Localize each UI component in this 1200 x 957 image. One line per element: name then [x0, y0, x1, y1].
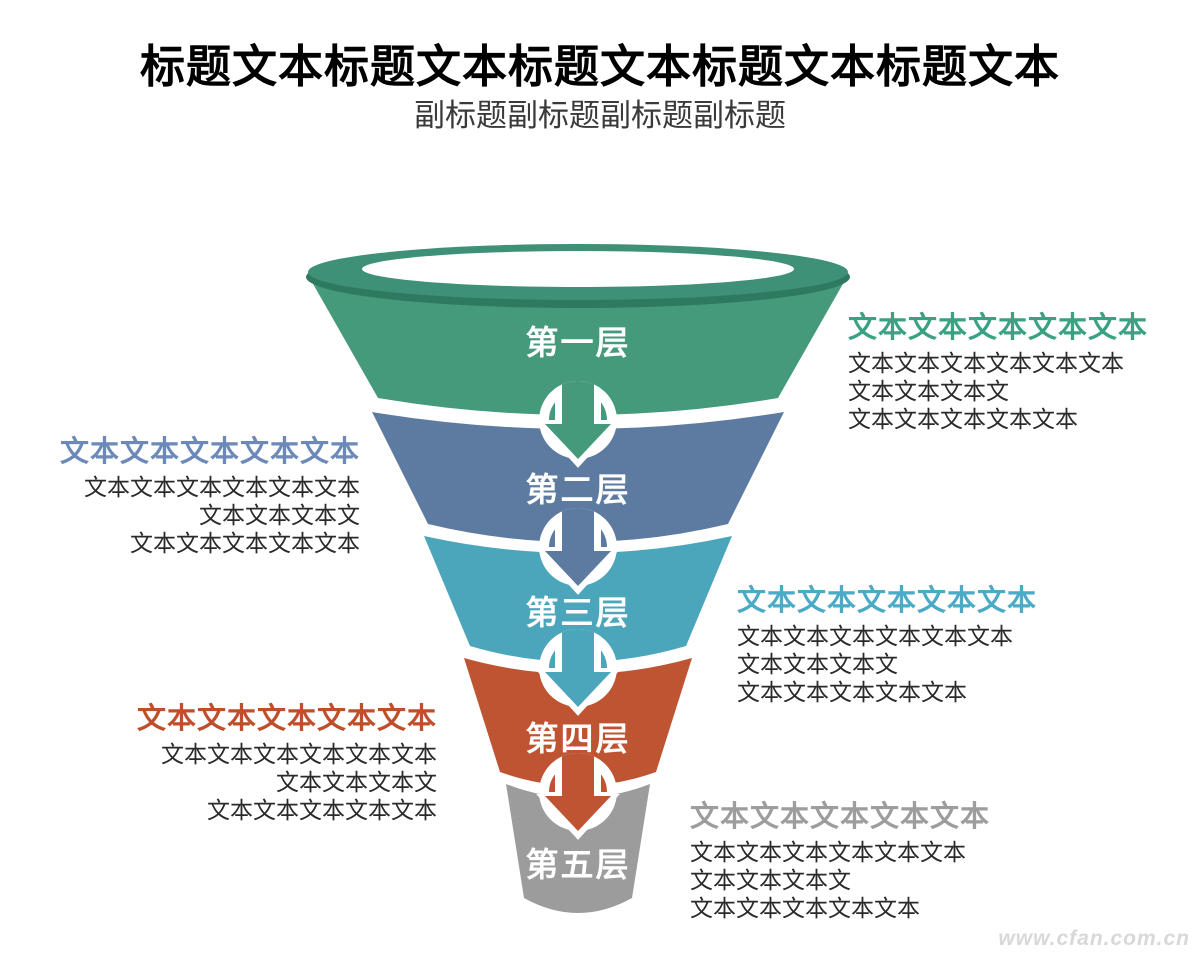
layer-3-annotation: 文本文本文本文本文本 文本文本文本文本文本文本 文本文本文本文 文本文本文本文本…: [737, 583, 1057, 706]
annotation-line: 文本文本文本文本文本: [848, 406, 1078, 432]
layer-3-label: 第三层: [525, 594, 631, 631]
annotation-line: 文本文本文本文本文本文本: [848, 350, 1124, 376]
funnel-layer-2: [372, 412, 784, 542]
layer-5-label: 第五层: [525, 846, 631, 883]
annotation-heading: 文本文本文本文本文本: [848, 312, 1149, 344]
annotation-line: 文本文本文本文本文本: [690, 895, 920, 921]
layer-4-annotation: 文本文本文本文本文本 文本文本文本文本文本文本 文本文本文本文 文本文本文本文本…: [135, 701, 437, 824]
arrow-down-icon: [536, 381, 620, 468]
layer-2-label: 第二层: [525, 471, 631, 508]
funnel-layer-5: [506, 784, 650, 913]
annotation-line: 文本文本文本文本文本文本: [84, 474, 360, 500]
annotation-heading: 文本文本文本文本文本: [737, 585, 1038, 617]
annotation-line: 文本文本文本文本文本文本: [690, 839, 966, 865]
page-title: 标题文本标题文本标题文本标题文本标题文本: [139, 41, 1060, 92]
annotation-line: 文本文本文本文本文本: [737, 679, 967, 705]
annotation-line: 文本文本文本文: [199, 502, 360, 528]
annotation-line: 文本文本文本文本文本文本: [161, 741, 437, 767]
annotation-line: 文本文本文本文本文本: [130, 530, 360, 556]
funnel-layer-3: [424, 536, 732, 662]
funnel-layer-4: [464, 658, 692, 786]
funnel-rim-opening: [362, 251, 794, 287]
layer-1-label: 第一层: [525, 324, 631, 361]
arrow-down-icon: [536, 753, 620, 840]
annotation-line: 文本文本文本文: [737, 651, 898, 677]
annotation-line: 文本文本文本文: [690, 867, 851, 893]
arrow-down-icon: [536, 629, 620, 716]
page-subtitle: 副标题副标题副标题副标题: [414, 98, 786, 133]
annotation-heading: 文本文本文本文本文本: [690, 801, 991, 833]
layer-4-label: 第四层: [525, 720, 631, 757]
funnel-layer-1: [308, 275, 848, 415]
annotation-heading: 文本文本文本文本文本: [59, 436, 360, 468]
layer-5-annotation: 文本文本文本文本文本 文本文本文本文本文本文本 文本文本文本文 文本文本文本文本…: [690, 799, 1010, 922]
layer-1-annotation: 文本文本文本文本文本 文本文本文本文本文本文本 文本文本文本文 文本文本文本文本…: [848, 310, 1168, 433]
watermark: www.cfan.com.cn: [998, 927, 1190, 950]
annotation-line: 文本文本文本文: [276, 769, 437, 795]
annotation-line: 文本文本文本文本文本文本: [737, 623, 1013, 649]
annotation-heading: 文本文本文本文本文本: [136, 703, 437, 735]
annotation-line: 文本文本文本文: [848, 378, 1009, 404]
layer-2-annotation: 文本文本文本文本文本 文本文本文本文本文本文本 文本文本文本文 文本文本文本文本…: [55, 434, 360, 557]
annotation-line: 文本文本文本文本文本: [207, 797, 437, 823]
arrow-down-icon: [536, 508, 620, 595]
